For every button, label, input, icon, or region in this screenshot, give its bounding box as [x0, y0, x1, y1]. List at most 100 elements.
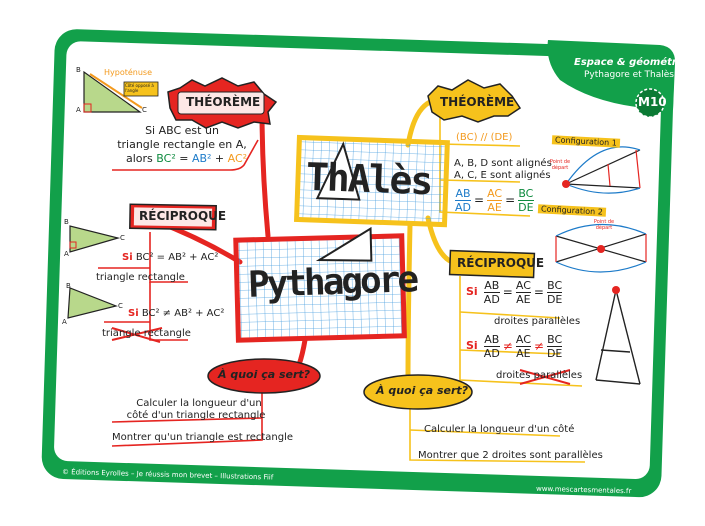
pyth-eq: = — [175, 152, 192, 165]
hyp-a: A — [76, 106, 81, 114]
hypotenuse-diagram — [83, 70, 159, 113]
pyth-usage-label: À quoi ça sert? — [218, 368, 311, 381]
thales-rec2-f1d: AD — [483, 347, 500, 360]
thales-triangle — [595, 286, 641, 385]
thales-f1n: AB — [455, 187, 471, 200]
thales-f3d: DE — [518, 201, 534, 214]
thales-theoreme-label: THÉORÈME — [440, 95, 515, 109]
header-category: Espace & géométrie — [574, 57, 688, 68]
config2-diagram — [555, 223, 647, 273]
header-subtitle: Pythagore et Thalès — [584, 70, 674, 80]
pyth-theoreme-line1: Si ABC est un — [145, 124, 219, 137]
thales-rec2-f3n: BC — [547, 333, 563, 346]
thales-rec2-f1n: AB — [484, 333, 500, 346]
pyth-theoreme-label: THÉORÈME — [186, 95, 261, 109]
config1-point: Point de départ — [549, 159, 571, 171]
thales-rec-f3d: DE — [546, 293, 563, 306]
thales-f3n: BC — [518, 187, 534, 200]
pyth-usage-item1-l2: côté d'un triangle rectangle — [126, 410, 266, 421]
thales-f1d: AD — [455, 201, 471, 214]
hypotenuse-label: Hypoténuse — [104, 68, 153, 77]
pyth-rec-si1: Si — [122, 252, 133, 263]
pyth-bc2: BC² — [156, 152, 176, 165]
thales-rec2-f2n: AC — [515, 333, 531, 346]
pyth-usage-shape — [207, 358, 321, 394]
thales-reciproque-shape — [448, 249, 536, 279]
thales-f2n: AC — [487, 187, 503, 200]
thales-reciproque-label: RÉCIPROQUE — [457, 256, 545, 270]
hyp-b: B — [76, 66, 81, 74]
thales-rec-f3n: BC — [547, 279, 563, 292]
thales-theoreme-shape — [427, 79, 522, 123]
pyth-rec-cond2: Si BC² ≠ AB² + AC² — [128, 308, 224, 320]
pyth-theoreme-line3: alors BC² = AB² + AC² — [126, 152, 248, 166]
pythagore-title: Pythagore — [247, 259, 417, 306]
rec-tri1-b: B — [64, 218, 69, 226]
thales-rec-res1: droites parallèles — [494, 316, 581, 327]
pyth-rec-res1: triangle rectangle — [96, 272, 185, 283]
header-badge: M10 — [638, 95, 667, 109]
pyth-alors: alors — [126, 152, 157, 165]
pyth-rec-res2: triangle rectangle — [102, 328, 191, 339]
thales-rec2-f2d: AE — [516, 347, 531, 360]
pyth-ac2: AC² — [227, 152, 248, 165]
badge-circle — [635, 88, 665, 118]
reciproque-triangle-1 — [69, 225, 121, 253]
rec-tri1-c: C — [120, 234, 125, 242]
pyth-reciproque-label: RÉCIPROQUE — [139, 209, 227, 223]
pyth-usage-item1-l1: Calculer la longueur d'un — [136, 398, 262, 409]
pyth-ab2: AB² — [191, 152, 212, 165]
thales-rec-f1d: AD — [483, 293, 500, 306]
thales-usage-item2: Montrer que 2 droites sont parallèles — [418, 450, 603, 461]
thales-rec-f2d: AE — [516, 293, 531, 306]
thales-f2d: AE — [487, 201, 502, 214]
thales-rec-si2: Si — [466, 339, 478, 353]
pyth-rec-cond1: Si BC² = AB² + AC² — [122, 252, 218, 264]
thales-rec2-f3d: DE — [546, 347, 563, 360]
config2-point: Point de départ — [593, 219, 615, 231]
pyth-plus: + — [211, 152, 228, 165]
strike-thales — [519, 369, 571, 385]
cote-label: Côté opposé à l'angle — [125, 83, 154, 93]
rec-tri2-c: C — [118, 302, 123, 310]
thales-usage-item1: Calculer la longueur d'un côté — [424, 424, 575, 435]
pyth-rec-si2: Si — [128, 308, 139, 319]
thales-rec-f1n: AB — [484, 279, 500, 292]
pyth-theoreme-line2: triangle rectangle en A, — [117, 138, 247, 151]
rec-tri1-a: A — [64, 250, 69, 258]
thales-sub-branches — [409, 116, 586, 463]
thales-rec-f2n: AC — [515, 279, 531, 292]
pyth-rec-eq1: BC² = AB² + AC² — [135, 252, 219, 263]
thales-usage-label: À quoi ça sert? — [376, 384, 469, 397]
pyth-usage-item2: Montrer qu'un triangle est rectangle — [112, 432, 294, 443]
hyp-c: C — [142, 106, 147, 114]
thales-usage-shape — [363, 374, 473, 410]
thales-box — [293, 134, 450, 228]
thales-rec-res2: droites parallèles — [496, 370, 583, 381]
thales-rec-si1: Si — [466, 285, 478, 299]
rec-tri2-a: A — [62, 318, 67, 326]
pythagore-box — [233, 226, 407, 343]
thales-title: ThAlès — [305, 154, 433, 204]
strike-pyth — [111, 327, 163, 343]
thales-theoreme-line1: (BC) // (DE) — [456, 132, 513, 143]
thales-theoreme-line3: A, C, E sont alignés — [454, 170, 551, 181]
thales-theoreme-line2: A, B, D sont alignés — [454, 158, 552, 169]
pyth-rec-eq2: BC² ≠ AB² + AC² — [141, 308, 225, 319]
config1-diagram — [562, 146, 641, 194]
rec-tri2-b: B — [66, 282, 71, 290]
reciproque-triangle-2 — [67, 287, 118, 319]
